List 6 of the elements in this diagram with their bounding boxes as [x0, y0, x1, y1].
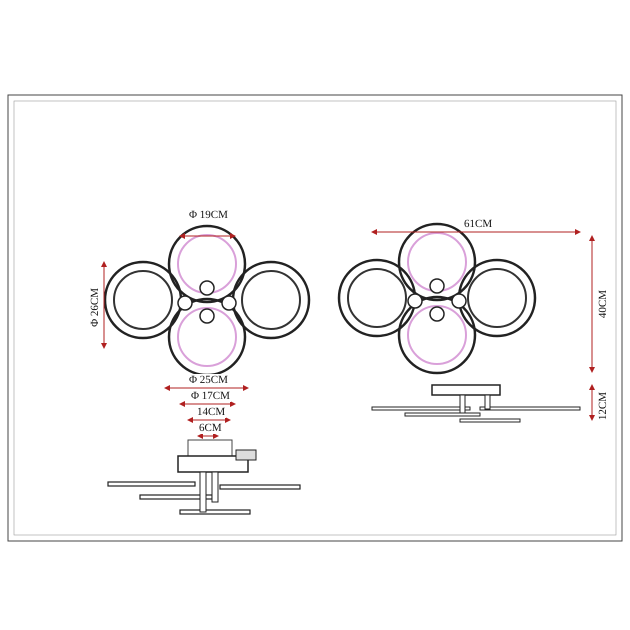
dimension-label: Φ 17CM [190, 390, 231, 402]
dimension-label: Φ 25CM [188, 374, 229, 386]
dimension-label: 6CM [198, 422, 223, 434]
dimension-label: 14CM [196, 406, 226, 418]
dimension-label: Φ 19CM [188, 209, 229, 221]
dimension-label: 61CM [463, 218, 494, 230]
